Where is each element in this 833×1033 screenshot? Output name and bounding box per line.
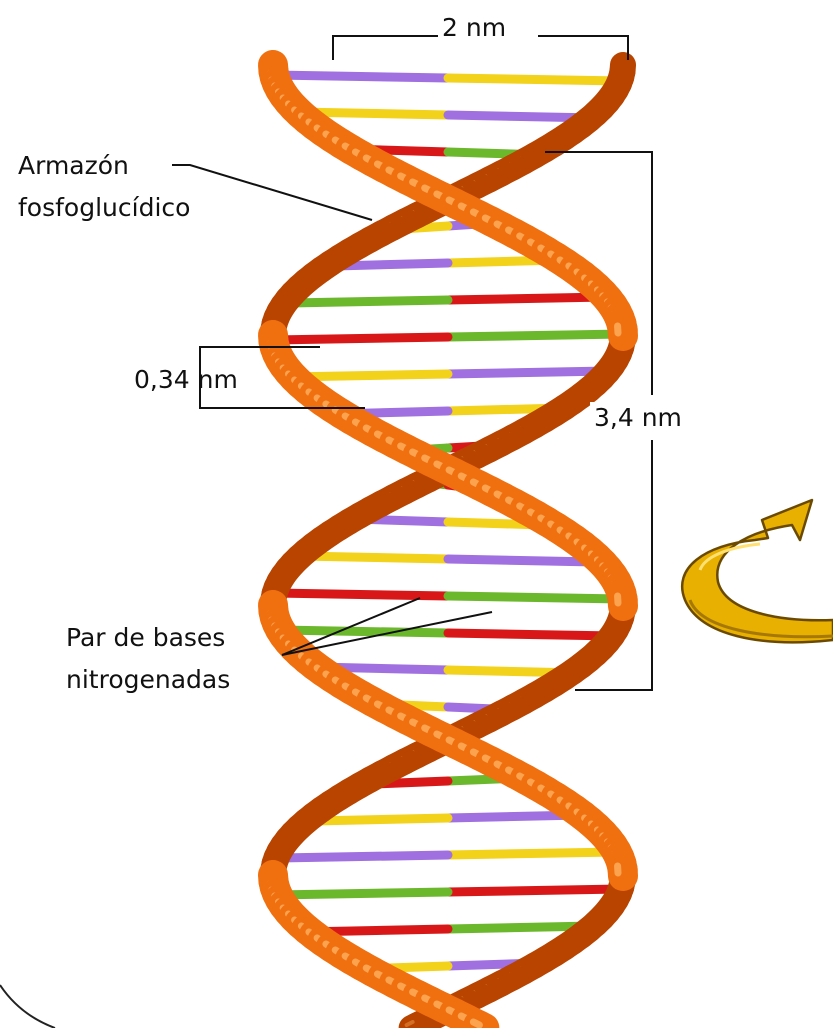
- backbone-leader-line: [172, 165, 372, 220]
- base-pair-half: [275, 892, 448, 895]
- background-arc: [0, 985, 55, 1028]
- backbone-highlight: [473, 1022, 479, 1025]
- base-pair-half: [448, 889, 621, 892]
- base-pair-label-line1: Par de bases: [66, 622, 225, 653]
- width-label: 2 nm: [438, 12, 510, 43]
- backbone-highlight: [407, 1022, 413, 1025]
- rotation-arrow-icon: [682, 500, 833, 642]
- base-pair-half: [448, 297, 606, 300]
- base-pair-half: [275, 593, 448, 596]
- base-pair-half: [448, 78, 622, 81]
- backbone-label-line1: Armazón: [18, 150, 129, 181]
- base-pair-half: [280, 630, 448, 633]
- base-pair-half: [274, 75, 448, 78]
- base-pair-half: [279, 855, 448, 858]
- base-pair-half: [314, 818, 448, 821]
- base-pair-half: [448, 596, 621, 599]
- base-pair-half: [301, 556, 448, 559]
- base-pair-half: [448, 371, 608, 374]
- backbone-label-line2: fosfoglucídico: [18, 192, 190, 223]
- base-pair-label-line2: nitrogenadas: [66, 664, 230, 695]
- base-pair-half: [448, 633, 616, 636]
- base-pair-half: [290, 300, 448, 303]
- base-pair-half: [273, 337, 448, 340]
- base-pair-half: [448, 852, 617, 855]
- rise-label: 0,34 nm: [134, 364, 238, 395]
- pitch-label: 3,4 nm: [590, 402, 686, 433]
- base-pair-half: [448, 334, 623, 337]
- base-pair-half: [448, 559, 595, 562]
